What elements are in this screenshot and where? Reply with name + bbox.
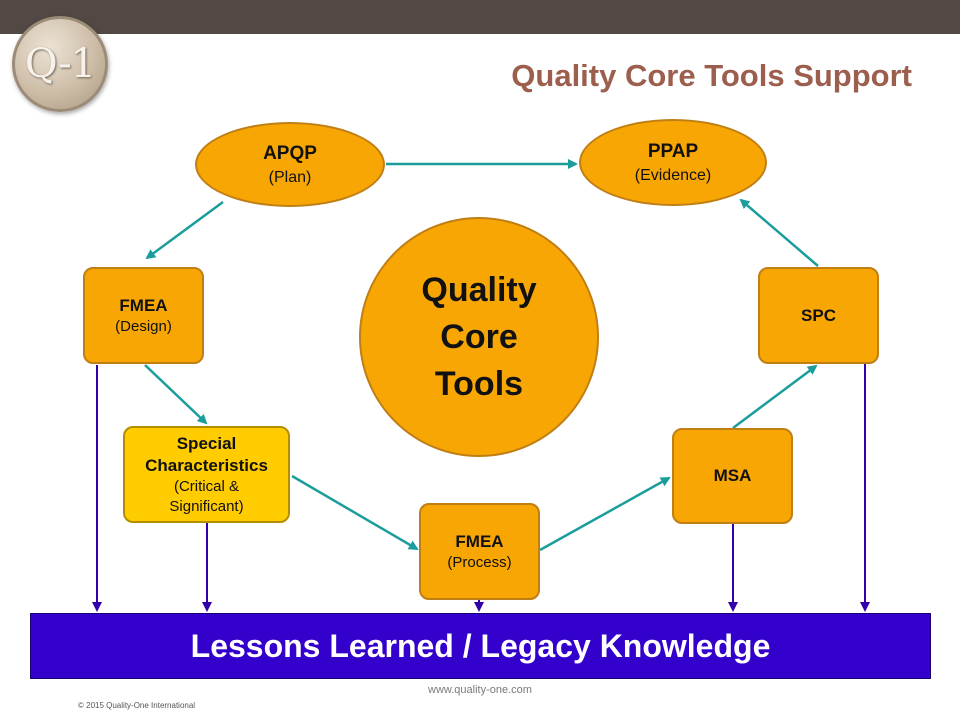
logo-text: Q-1 [24,41,96,87]
apqp-node: APQP (Plan) [195,122,385,207]
special-characteristics-node: Special Characteristics (Critical & Sign… [123,426,290,523]
apqp-sub: (Plan) [268,168,312,186]
website-link[interactable]: www.quality-one.com [428,684,532,696]
spc-node: SPC [758,267,879,364]
center-line-1: Quality [421,270,537,309]
page-title: Quality Core Tools Support [511,58,912,93]
special-sub-line2: Significant) [169,497,244,515]
msa-label: MSA [713,466,752,485]
copyright-text: © 2015 Quality-One International [78,701,196,710]
fmea-process-sub: (Process) [447,553,512,571]
quality-core-tools-circle: Quality Core Tools [359,217,599,457]
apqp-label: APQP [263,142,317,164]
fmea-design-sub: (Design) [115,317,172,335]
ppap-label: PPAP [647,140,699,162]
arrow-spc-to-ppap [739,198,819,267]
special-sub-line1: (Critical & [173,477,239,495]
top-bar [0,0,960,34]
fmea-design-label: FMEA [119,295,168,315]
lessons-learned-bar: Lessons Learned / Legacy Knowledge [30,613,931,679]
ppap-sub: (Evidence) [634,166,712,184]
arrow-special-to-fmea-process [291,474,419,551]
ppap-node: PPAP (Evidence) [579,119,767,206]
center-line-2: Core [440,317,518,356]
arrow-fmea-design-to-special [144,364,208,425]
arrow-apqp-to-fmea-design [145,200,224,260]
lessons-label: Lessons Learned / Legacy Knowledge [190,627,771,664]
arrow-msa-to-spc [732,364,818,430]
arrow-fmea-process-to-msa [539,476,671,552]
special-label-line1: Special [176,433,237,453]
msa-node: MSA [672,428,793,524]
fmea-design-node: FMEA (Design) [83,267,204,364]
center-line-3: Tools [434,364,524,403]
fmea-process-node: FMEA (Process) [419,503,540,600]
spc-label: SPC [801,305,836,325]
fmea-process-label: FMEA [455,531,504,551]
q1-logo: Q-1 [12,16,108,112]
special-label-line2: Characteristics [145,455,268,475]
